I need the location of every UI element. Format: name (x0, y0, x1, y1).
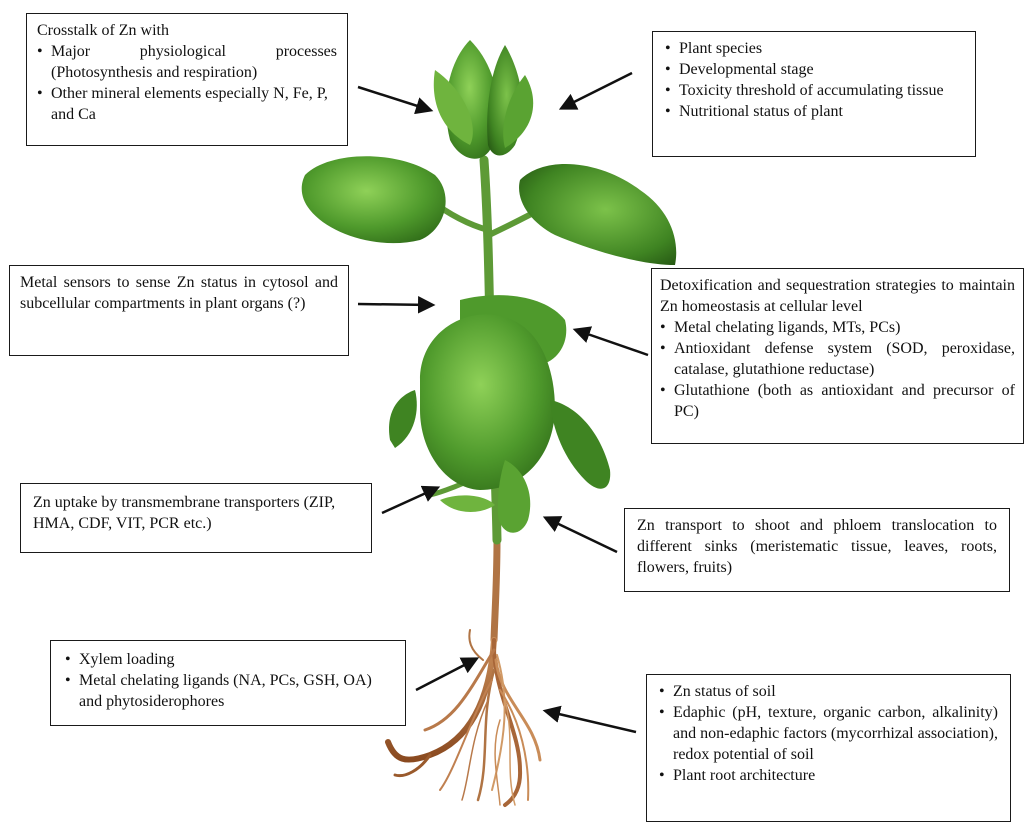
crosstalk-title: Crosstalk of Zn with (37, 20, 337, 41)
transport-text: Zn transport to shoot and phloem translo… (637, 515, 997, 578)
soil-item: Edaphic (pH, texture, organic carbon, al… (659, 702, 998, 765)
factors-item: Nutritional status of plant (665, 101, 963, 122)
transport-box: Zn transport to shoot and phloem translo… (624, 508, 1010, 592)
soil-box: Zn status of soil Edaphic (pH, texture, … (646, 674, 1011, 822)
uptake-box: Zn uptake by transmembrane transporters … (20, 483, 372, 553)
crosstalk-item: Major physiological processes (Photosynt… (37, 41, 337, 83)
xylem-item: Metal chelating ligands (NA, PCs, GSH, O… (65, 670, 391, 712)
soil-item: Zn status of soil (659, 681, 998, 702)
xylem-item: Xylem loading (65, 649, 391, 670)
detox-box: Detoxification and sequestration strateg… (651, 268, 1024, 444)
detox-item: Metal chelating ligands, MTs, PCs) (660, 317, 1015, 338)
sensors-text: Metal sensors to sense Zn status in cyto… (20, 272, 338, 314)
xylem-box: Xylem loading Metal chelating ligands (N… (50, 640, 406, 726)
detox-item: Glutathione (both as antioxidant and pre… (660, 380, 1015, 422)
detox-title: Detoxification and sequestration strateg… (660, 275, 1015, 317)
sensors-box: Metal sensors to sense Zn status in cyto… (9, 265, 349, 356)
factors-item: Toxicity threshold of accumulating tissu… (665, 80, 963, 101)
roots (388, 540, 540, 805)
uptake-text: Zn uptake by transmembrane transporters … (33, 492, 359, 534)
crosstalk-item: Other mineral elements especially N, Fe,… (37, 83, 337, 125)
factors-box: Plant species Developmental stage Toxici… (652, 31, 976, 157)
soil-item: Plant root architecture (659, 765, 998, 786)
factors-item: Developmental stage (665, 59, 963, 80)
detox-item: Antioxidant defense system (SOD, peroxid… (660, 338, 1015, 380)
factors-item: Plant species (665, 38, 963, 59)
crosstalk-box: Crosstalk of Zn with Major physiological… (26, 13, 348, 146)
